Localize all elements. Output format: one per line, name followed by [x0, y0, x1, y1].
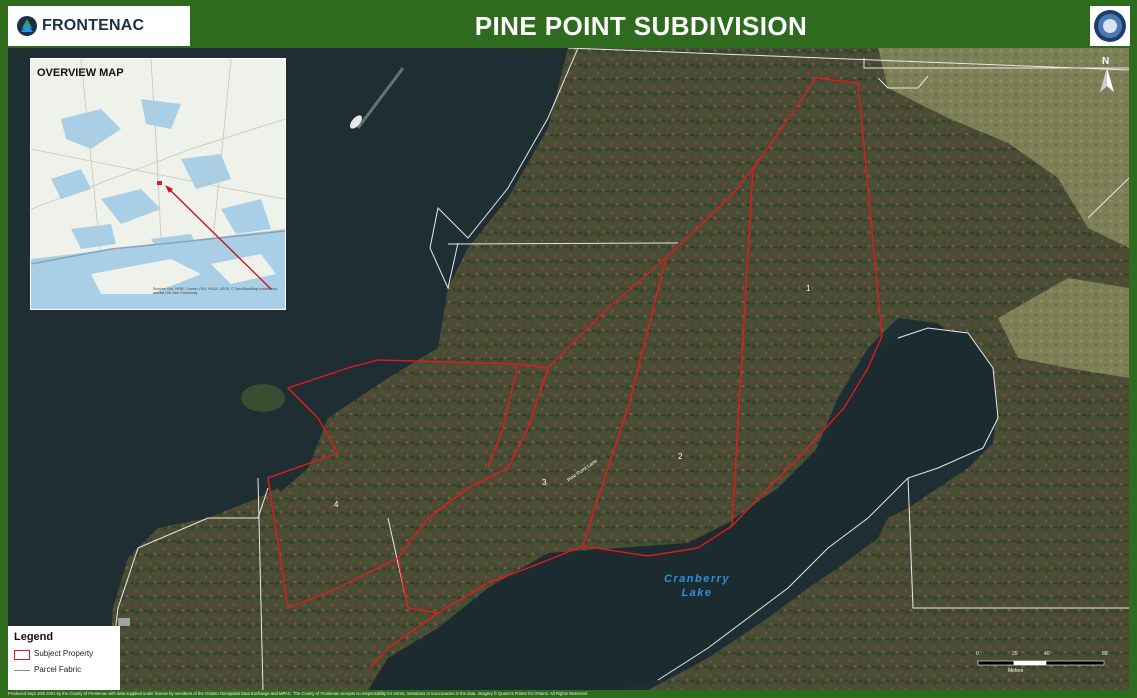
boat-icon	[350, 67, 405, 129]
lot-label-4: 4	[334, 500, 339, 509]
dock-icon	[118, 618, 130, 626]
lake-label-line2: Lake	[681, 587, 713, 599]
legend-swatch-subject-property	[14, 650, 30, 660]
scale-bar: 0 20 40 80 Metres	[938, 650, 1118, 678]
lake-label-line1: Cranberry	[663, 573, 731, 585]
brand-name: FRONTENAC	[42, 17, 145, 34]
frontenac-logo: FRONTENAC	[8, 6, 190, 46]
farm-field	[878, 48, 1129, 248]
parcel-fabric-lines	[107, 48, 1129, 690]
north-arrow: N	[1094, 56, 1120, 96]
cranberry-lake[interactable]	[368, 328, 998, 690]
overview-map-title: OVERVIEW MAP	[37, 67, 124, 79]
overview-roads	[31, 59, 285, 260]
peninsula-land	[108, 48, 1129, 690]
east-field	[998, 278, 1129, 378]
scale-tick-0: 0	[976, 651, 979, 657]
aerial-map-canvas[interactable]	[8, 48, 1129, 690]
lot-label-2: 2	[678, 452, 683, 461]
lot-label-1: 1	[806, 284, 811, 293]
legend-label-subject-property: Subject Property	[34, 649, 94, 658]
overview-map-canvas	[31, 59, 285, 309]
legend-title: Legend	[14, 631, 54, 643]
scale-unit: Metres	[1008, 668, 1024, 674]
location-marker	[157, 181, 162, 185]
county-seal-icon	[1094, 10, 1126, 42]
scale-tick-80: 80	[1102, 651, 1108, 657]
aerial-map[interactable]: 1 2 3 4 Pine Point Lane Cranberry Lake N	[8, 48, 1129, 690]
lake-label: Cranberry Lake	[652, 572, 742, 600]
east-shore-land	[908, 408, 1129, 518]
lot-4-boundary[interactable]	[267, 359, 549, 609]
scale-bar-graphic	[977, 660, 1105, 666]
frontenac-logo-icon	[17, 16, 37, 36]
southwest-point-land	[108, 488, 298, 690]
overview-map-credits: Sources: Esri, HERE, Garmin, FAO, NOAA, …	[153, 287, 278, 295]
scale-tick-40: 40	[1044, 651, 1050, 657]
north-letter: N	[1102, 56, 1110, 67]
legend: Legend Subject Property Parcel Fabric	[8, 626, 120, 690]
lot-label-3: 3	[542, 478, 547, 487]
small-island	[241, 384, 285, 412]
scale-tick-20: 20	[1012, 651, 1018, 657]
legend-label-parcel-fabric: Parcel Fabric	[34, 665, 82, 674]
north-arrow-icon	[1100, 68, 1114, 92]
location-arrow	[166, 186, 272, 290]
county-seal	[1090, 6, 1130, 46]
legend-swatch-parcel-fabric	[14, 670, 30, 671]
footer-credit: Produced Sept 10th 2021 by the County of…	[8, 691, 589, 696]
subject-property[interactable]	[267, 77, 883, 669]
page-title: PINE POINT SUBDIVISION	[474, 11, 808, 41]
overview-map[interactable]: OVERVIEW MAP Sources: Esri, HERE, Garmin…	[30, 58, 286, 310]
header-bar: FRONTENAC PINE POINT SUBDIVISION	[0, 0, 1137, 46]
